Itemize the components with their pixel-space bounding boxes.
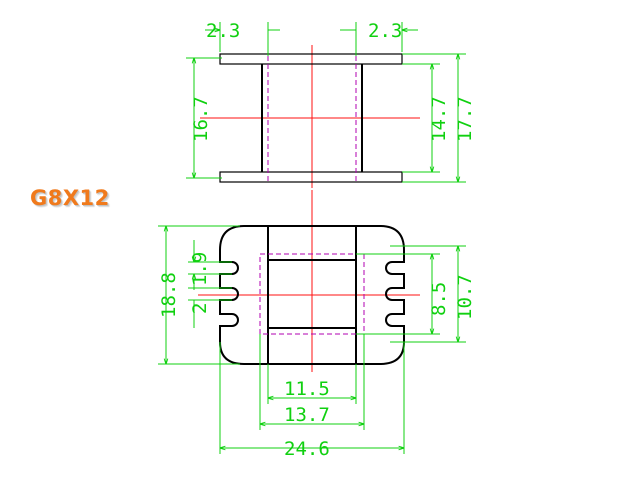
top-view: 2.3 2.3 16.7 14.7 17.7 [186,20,476,188]
dim-height: 18.8 [158,272,180,318]
dim-core-width: 11.5 [284,378,330,400]
dim-total-width: 24.6 [284,438,330,460]
dim-pin: 2 [189,303,211,314]
model-label: G8X12 [30,186,110,210]
core-window [267,259,357,329]
dim-inner-height: 14.7 [428,96,450,142]
flange-outline [219,225,405,365]
dim-pitch: 1.9 [189,252,211,286]
dim-outer-height: 17.7 [454,96,476,142]
dim-window: 8.5 [428,282,450,316]
dim-flange-right: 2.3 [368,20,402,42]
hidden-window [259,253,365,335]
dim-inner-width: 13.7 [284,404,330,426]
bottom-flange [219,171,403,183]
dim-height-left: 16.7 [190,96,212,142]
dim-flange-left: 2.3 [206,20,240,42]
top-flange [219,53,403,65]
dim-window-outer: 10.7 [454,274,476,320]
front-view: 18.8 1.9 2 8.5 10.7 11.5 13.7 [158,190,476,460]
